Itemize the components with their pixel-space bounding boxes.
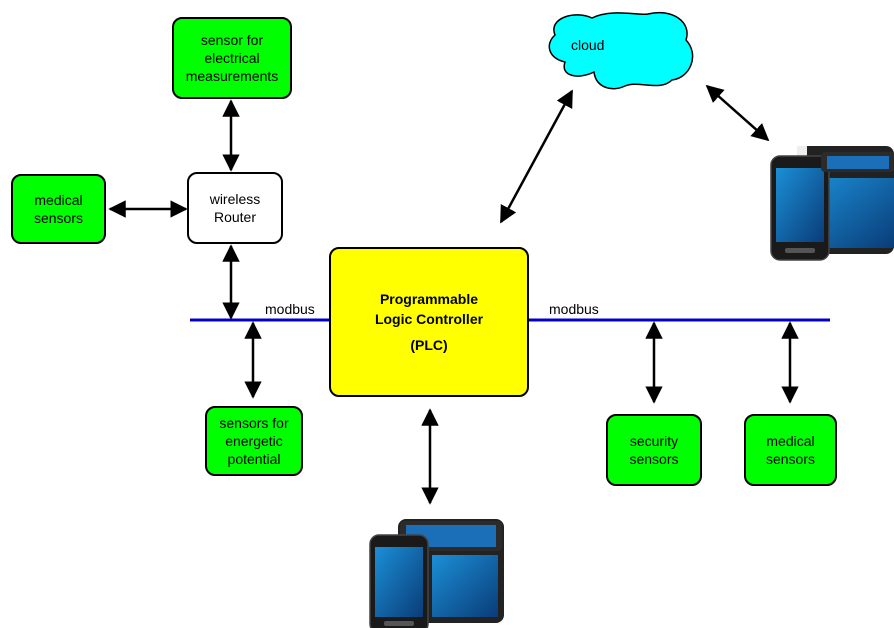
- wireless-router-box: wireless Router: [187, 172, 283, 244]
- cloud-label: cloud: [571, 37, 605, 53]
- modbus-label-left: modbus: [265, 301, 315, 317]
- mobile-devices-icon-top-right: [770, 146, 894, 261]
- plc-title-line2: Logic Controller: [374, 311, 484, 327]
- plc-box: Programmable Logic Controller (PLC): [329, 247, 529, 397]
- energetic-sensors-box: sensors for energetic potential: [205, 406, 303, 476]
- security-sensors-box: security sensors: [606, 414, 702, 486]
- plc-abbreviation: (PLC): [410, 337, 448, 353]
- mobile-devices-icon-bottom: [369, 519, 504, 628]
- modbus-label-right: modbus: [549, 301, 599, 317]
- arrow-plc-cloud: [499, 89, 574, 224]
- electrical-sensor-box: sensor for electrical measurements: [172, 17, 292, 99]
- cloud-shape: [548, 11, 694, 90]
- plc-title-line1: Programmable: [379, 291, 479, 307]
- medical-sensors-right-box: medical sensors: [744, 414, 837, 486]
- medical-sensors-left-box: medical sensors: [11, 174, 106, 244]
- arrow-cloud-devices: [705, 84, 770, 142]
